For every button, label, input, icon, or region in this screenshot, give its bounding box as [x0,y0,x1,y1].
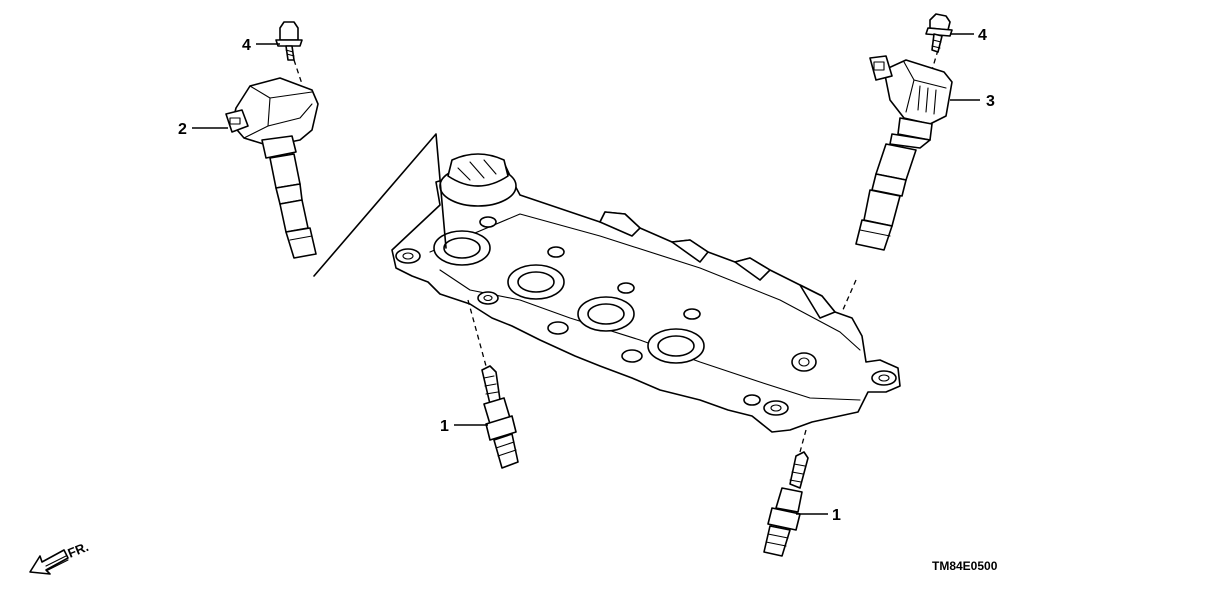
callout-4-left: 4 [242,37,251,54]
cylinder-head-cover [391,153,901,433]
ignition-coil-left [225,77,319,259]
plug-tube-openings [433,230,705,364]
diagram-code: TM84E0500 [932,559,998,573]
leader-lines [192,33,980,515]
bolt-right [925,13,953,53]
spark-plug-right [763,451,809,557]
oil-filler-cap [439,153,517,207]
alignment-lines [293,49,939,453]
front-label: FR. [66,539,91,561]
spark-plug-left [481,365,519,469]
front-arrow-icon [29,549,69,575]
callout-3: 3 [986,93,995,110]
callout-4-right: 4 [978,27,987,44]
front-direction-indicator: FR. [29,539,91,575]
callout-2: 2 [178,121,187,138]
callout-labels: 4 2 1 3 4 1 [178,27,995,524]
callout-1-left: 1 [440,418,449,435]
bolt-left [275,21,303,61]
callout-1-right: 1 [832,507,841,524]
ignition-coil-right [855,55,953,251]
